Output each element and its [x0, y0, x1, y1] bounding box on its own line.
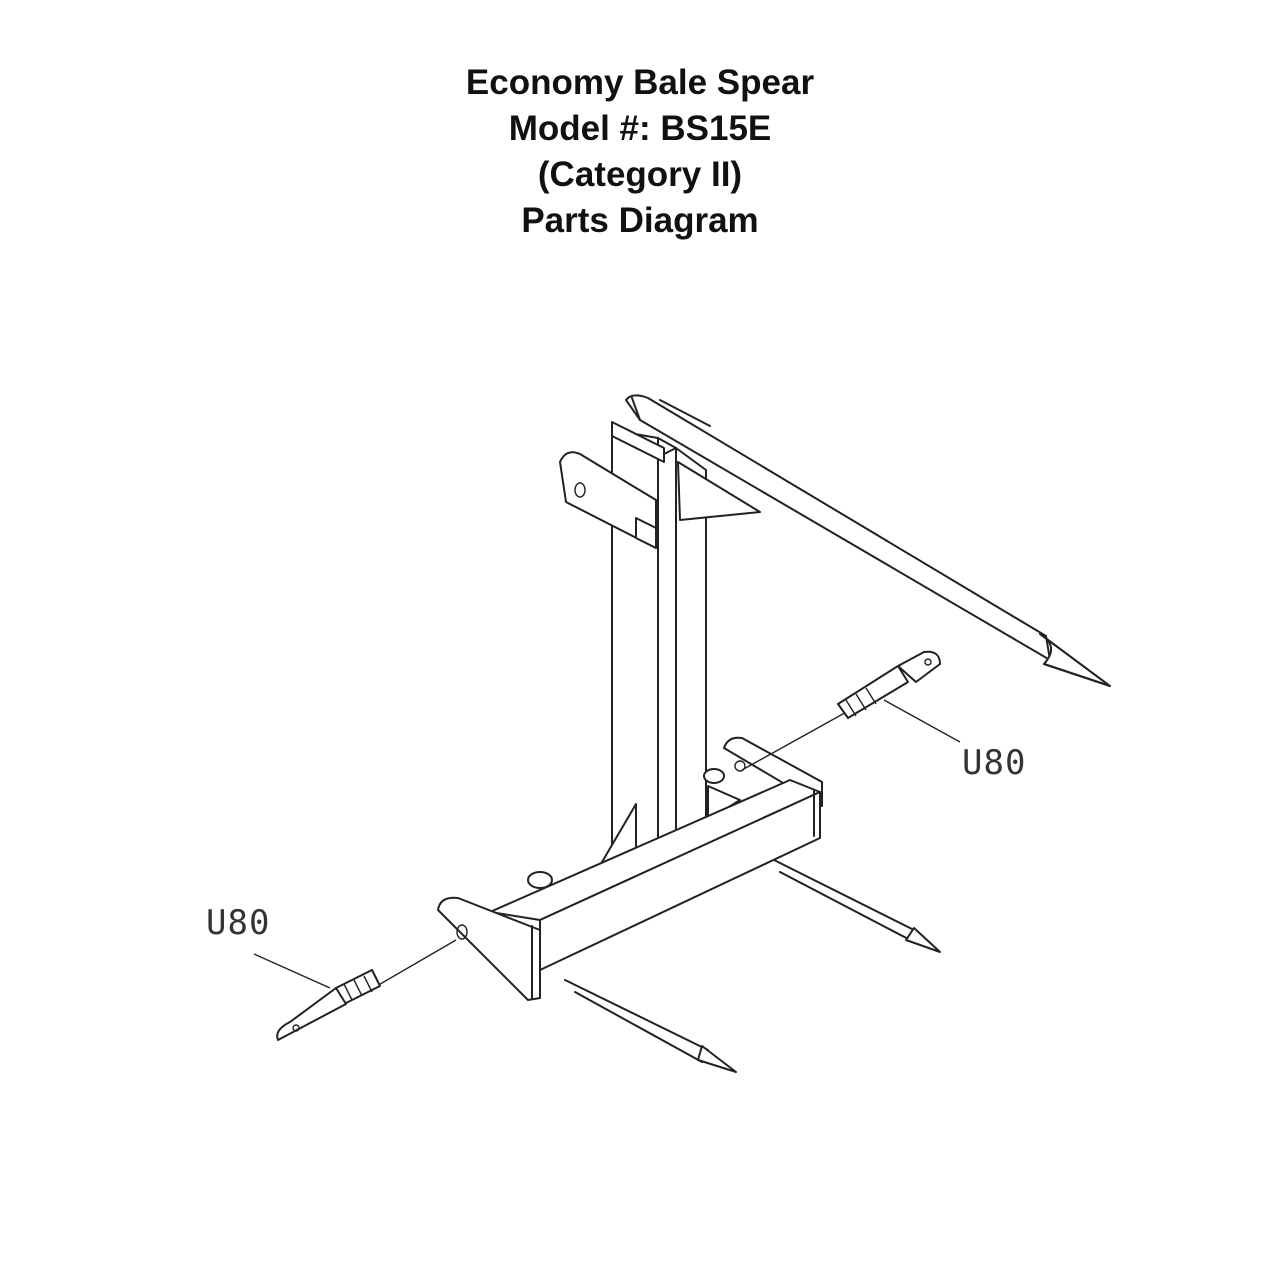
- right-callout-leader: [883, 699, 961, 743]
- left-hitch-pin: [276, 939, 457, 1041]
- title-model-number: Model #: BS15E: [508, 109, 772, 148]
- upper-spear-arm: [625, 394, 1111, 687]
- title-block: Economy Bale Spear Model #: BS15E (Categ…: [0, 60, 1280, 244]
- right-hitch-pin: [741, 650, 941, 771]
- title-diagram-type: Parts Diagram: [521, 201, 759, 240]
- left-callout-leader: [253, 953, 331, 989]
- right-pin-callout-label: U80: [962, 743, 1026, 783]
- left-end-plate: [437, 896, 541, 1001]
- top-hitch-bracket: [559, 421, 665, 549]
- back-lower-tine: [769, 857, 941, 953]
- front-lower-tine: [564, 979, 737, 1073]
- left-pin-callout-label: U80: [206, 903, 270, 943]
- title-category: (Category II): [537, 155, 743, 194]
- base-pin-stubs: [527, 768, 725, 889]
- base-bar: [489, 779, 821, 971]
- title-product-name: Economy Bale Spear: [465, 63, 815, 102]
